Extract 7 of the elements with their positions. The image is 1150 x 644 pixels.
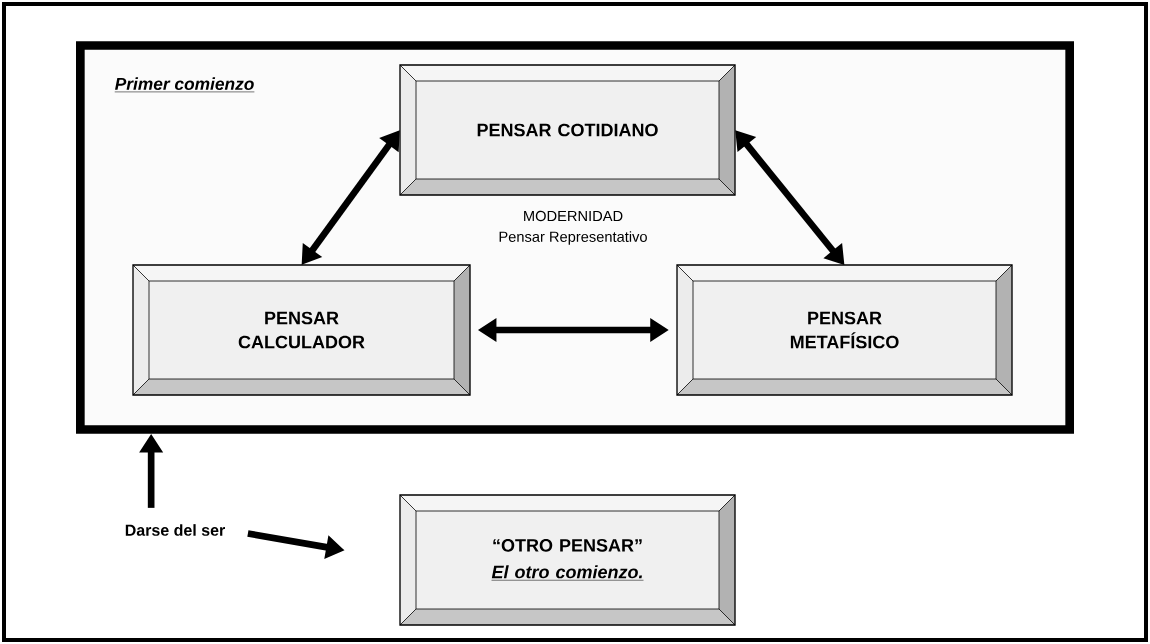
caption-text: Darse del ser <box>125 524 225 536</box>
label-text: MODERNIDAD <box>524 210 623 222</box>
bevel-box: “OTRO PENSAR” El otro comienzo. <box>399 494 736 626</box>
label-text: Pensar Representativo <box>499 231 647 245</box>
bevel-box: PENSAR COTIDIANO <box>399 64 736 196</box>
bevel-box: PENSAR CALCULADOR <box>132 264 471 396</box>
bevel-box: PENSAR METAFÍSICO <box>676 264 1013 396</box>
